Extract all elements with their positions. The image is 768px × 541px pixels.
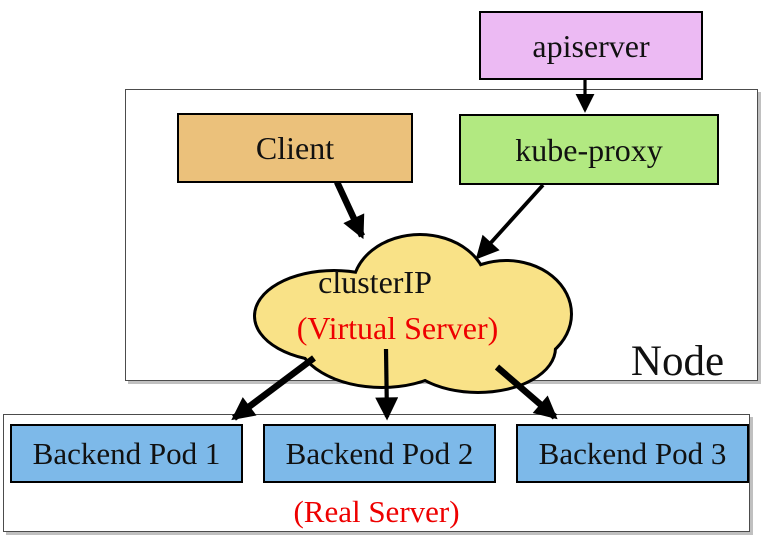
client-label: Client [255,130,335,166]
backend-pod-3-label: Backend Pod 3 [538,436,727,471]
arrow-kube-proxy-to-cluster-ip [475,183,545,260]
cluster-ip-cloud [253,233,573,394]
backend-pod-2-label: Backend Pod 2 [285,436,474,471]
kube-proxy-box: kube-proxy [459,114,719,185]
arrow-cluster-ip-to-pod2 [375,348,399,421]
virtual-server-label: (Virtual Server) [296,310,499,346]
real-server-label: (Real Server) [293,494,460,529]
node-label: Node [630,338,725,385]
backend-pod-2-box: Backend Pod 2 [263,424,496,483]
arrow-client-to-cluster-ip [334,180,365,240]
cluster-ip-label: clusterIP [318,264,432,300]
backend-pod-1-box: Backend Pod 1 [10,424,243,483]
client-box: Client [177,113,413,183]
kube-proxy-label: kube-proxy [515,131,663,168]
cloud-bump [298,286,466,386]
apiserver-label: apiserver [532,27,650,64]
apiserver-box: apiserver [479,11,703,80]
backend-pod-1-label: Backend Pod 1 [32,436,221,471]
arrow-cluster-ip-to-pod3 [494,364,558,420]
backend-pod-3-box: Backend Pod 3 [516,424,749,483]
arrow-cluster-ip-to-pod1 [231,355,316,421]
